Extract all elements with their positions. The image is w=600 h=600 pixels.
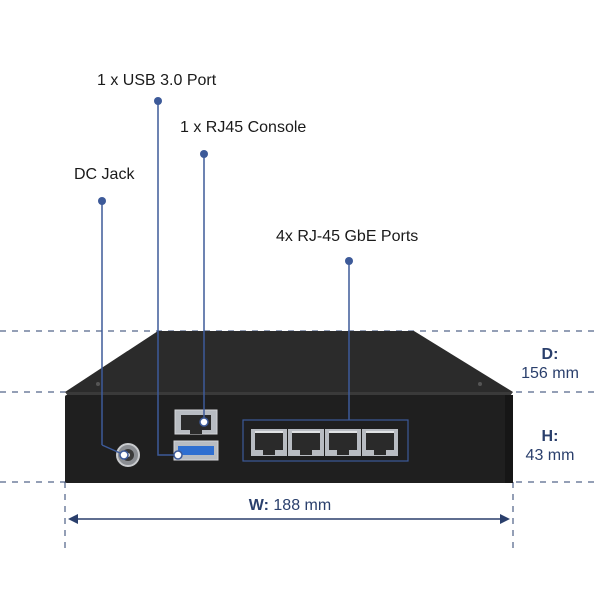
callout-lines: [101, 101, 350, 456]
screw-icon: [96, 382, 100, 386]
width-value: 188 mm: [273, 497, 332, 514]
device-side-shade: [505, 395, 513, 483]
rj45-port-icon: [251, 429, 287, 456]
arrow-right-icon: [500, 514, 510, 524]
lan-ports-label: 4x RJ-45 GbE Ports: [276, 228, 419, 245]
arrow-left-icon: [68, 514, 78, 524]
leader-usb: [157, 101, 178, 456]
callout-dots: [98, 97, 353, 265]
callout-endpoints: [119, 417, 209, 460]
callout-dot-icon: [154, 97, 162, 105]
callout-dot-icon: [345, 257, 353, 265]
height-value: 43 mm: [525, 447, 575, 464]
rj45-port-icon: [325, 429, 361, 456]
usb-port-label: 1 x USB 3.0 Port: [97, 72, 217, 89]
dc-jack-label: DC Jack: [74, 166, 135, 183]
width-dimension-label: W: 188 mm: [220, 496, 360, 515]
depth-key: D:: [541, 346, 559, 363]
endpoint-marker-icon: [119, 450, 129, 460]
device-top-surface: [65, 331, 513, 392]
endpoint-marker-icon: [199, 417, 209, 427]
lan-port-group-outline: [242, 419, 409, 462]
rj45-port-icon: [288, 429, 324, 456]
rj45-port-icon: [362, 429, 398, 456]
width-dimension-arrow: [68, 514, 510, 524]
usb-port-icon: [173, 440, 219, 461]
callout-dot-icon: [98, 197, 106, 205]
console-port-label: 1 x RJ45 Console: [180, 119, 307, 136]
lan-ports: [251, 429, 398, 456]
screw-icon: [478, 382, 482, 386]
height-key: H:: [541, 428, 559, 445]
callout-dot-icon: [200, 150, 208, 158]
endpoint-marker-icon: [173, 450, 183, 460]
width-key: W:: [248, 497, 269, 514]
leader-dc-jack-end: [101, 444, 121, 454]
height-dimension-label: H: 43 mm: [512, 427, 588, 465]
device: [65, 331, 513, 483]
depth-value: 156 mm: [521, 365, 579, 382]
depth-dimension-label: D: 156 mm: [512, 345, 588, 383]
rj45-console-port-icon: [174, 409, 218, 435]
